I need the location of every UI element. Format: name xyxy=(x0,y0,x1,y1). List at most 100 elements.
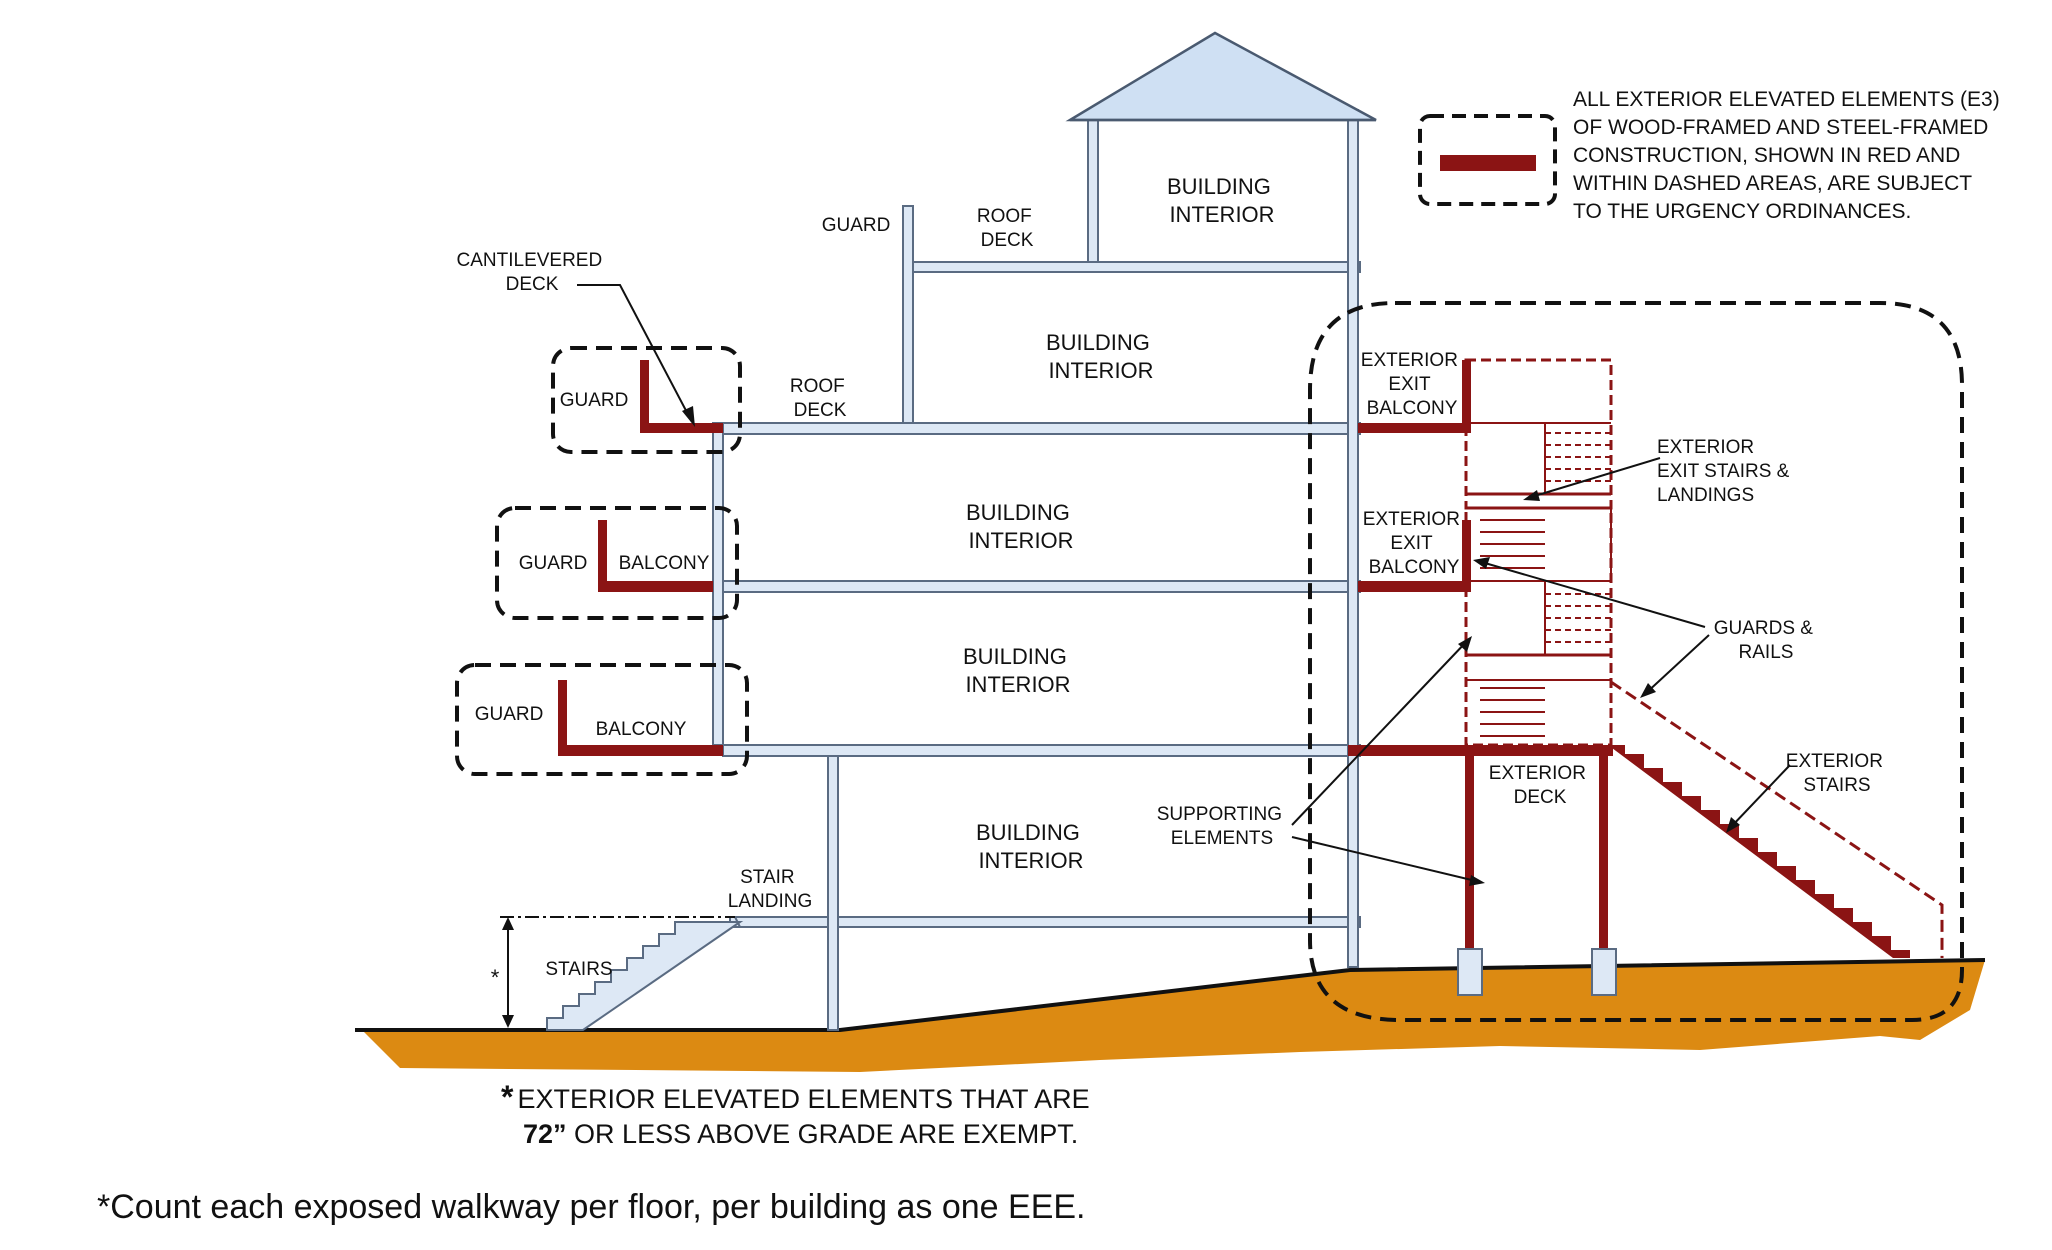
deck-post-left-red xyxy=(1465,756,1474,950)
upper-story-left-wall xyxy=(902,205,914,424)
exempt-height-dimension xyxy=(500,916,735,1028)
leader-exterior-stairs xyxy=(1729,764,1791,829)
footing-right xyxy=(1591,948,1617,996)
label-dimension-asterisk: * xyxy=(491,965,500,990)
balcony-upper-red xyxy=(598,581,713,592)
legend-line-2: OF WOOD-FRAMED AND STEEL-FRAMED xyxy=(1573,116,1988,139)
label-roof-deck-lower: ROOF DECK xyxy=(790,376,850,421)
exit-balcony-mid-guard-red xyxy=(1462,520,1471,592)
leader-supporting-elements-2 xyxy=(1291,836,1481,883)
ground xyxy=(355,958,1986,1072)
arrowhead-guards-rails-2 xyxy=(1640,683,1656,698)
legend-line-3: CONSTRUCTION, SHOWN IN RED AND xyxy=(1573,144,1960,167)
exempt-note-text-1: EXTERIOR ELEVATED ELEMENTS THAT ARE xyxy=(517,1084,1089,1114)
label-building-interior-level-3: BUILDING INTERIOR xyxy=(963,644,1073,697)
legend-line-4: WITHIN DASHED AREAS, ARE SUBJECT xyxy=(1573,172,1972,195)
exterior-stair-guard-rail xyxy=(1610,680,1944,958)
label-roof-deck-upper: ROOF DECK xyxy=(977,206,1037,251)
legend-text: ALL EXTERIOR ELEVATED ELEMENTS (E3) OF W… xyxy=(1573,88,2006,223)
exterior-stairs-red xyxy=(1608,745,1910,958)
ground-floor-left-wall xyxy=(827,755,839,1031)
label-exterior-stairs: EXTERIOR STAIRS xyxy=(1786,751,1888,796)
deck-post-right-red xyxy=(1599,756,1608,950)
floor-slab-roof xyxy=(902,261,1361,273)
label-stair-landing: STAIR LANDING xyxy=(728,867,812,912)
entry-stair-landing xyxy=(733,916,829,928)
cantilevered-deck-red xyxy=(640,423,723,433)
arrowhead-exit-stairs xyxy=(1523,490,1540,501)
leader-cantilevered-deck xyxy=(577,284,693,423)
legend: ALL EXTERIOR ELEVATED ELEMENTS (E3) OF W… xyxy=(1418,88,2006,223)
leader-arrowheads xyxy=(682,406,1740,886)
exempt-note-line-2: 72” OR LESS ABOVE GRADE ARE EXEMPT. xyxy=(523,1119,1078,1149)
label-balcony-lower: BALCONY xyxy=(596,719,687,740)
dimension-arrow-up xyxy=(502,917,514,930)
label-guard-roof: GUARD xyxy=(822,215,891,236)
cantilevered-deck-guard-red xyxy=(640,360,649,433)
exempt-note: *EXTERIOR ELEVATED ELEMENTS THAT ARE 72”… xyxy=(501,1079,1090,1149)
label-cantilevered-deck: CANTILEVERED DECK xyxy=(457,250,608,295)
stair-treads xyxy=(1480,432,1611,737)
deck-footings xyxy=(1457,948,1617,996)
label-guard-upper-balcony: GUARD xyxy=(519,553,588,574)
floor-slab-level-3 xyxy=(722,744,1361,757)
label-exterior-deck: EXTERIOR DECK xyxy=(1489,763,1591,808)
exempt-note-bold-72: 72” xyxy=(523,1119,567,1149)
label-guards-rails: GUARDS & RAILS xyxy=(1714,618,1819,663)
label-guard-lower-balcony: GUARD xyxy=(475,704,544,725)
dashed-area-lower-balcony xyxy=(455,663,749,776)
footing-left xyxy=(1457,948,1483,996)
leader-guards-rails-1 xyxy=(1477,560,1706,628)
exit-balcony-top-red xyxy=(1358,423,1470,433)
label-building-interior-level-2: BUILDING INTERIOR xyxy=(976,820,1086,873)
building-structure xyxy=(546,31,1377,1031)
leader-supporting-elements-1 xyxy=(1291,639,1469,826)
exempt-note-text-2: OR LESS ABOVE GRADE ARE EXEMPT. xyxy=(567,1119,1079,1149)
floor-slab-level-4 xyxy=(722,580,1361,593)
dashed-areas xyxy=(455,301,1964,1022)
entry-stairs xyxy=(546,921,744,1031)
exit-balcony-mid-red xyxy=(1358,581,1470,592)
arrowhead-cantilevered-deck xyxy=(682,406,695,427)
leader-exterior-exit-stairs xyxy=(1527,457,1661,499)
penthouse-roof xyxy=(1065,31,1377,122)
label-building-interior-level-4: BUILDING INTERIOR xyxy=(966,500,1076,553)
leader-guards-rails-2 xyxy=(1644,634,1710,695)
arrowhead-supporting-2 xyxy=(1469,875,1485,886)
exempt-note-line-1: *EXTERIOR ELEVATED ELEMENTS THAT ARE xyxy=(501,1079,1090,1115)
exempt-note-star: * xyxy=(501,1079,514,1115)
ground-fill xyxy=(362,960,1985,1072)
dashed-area-exterior-stairs-deck xyxy=(1308,301,1964,1022)
leader-lines xyxy=(577,284,1791,883)
label-building-interior-level-5: BUILDING INTERIOR xyxy=(1046,330,1156,383)
legend-line-1: ALL EXTERIOR ELEVATED ELEMENTS (E3) xyxy=(1573,88,2000,111)
floor-slab-level-5 xyxy=(722,422,1361,435)
legend-line-5: TO THE URGENCY ORDINANCES. xyxy=(1573,200,1911,223)
arrowhead-exterior-stairs xyxy=(1726,817,1740,833)
label-guard-cantilevered: GUARD xyxy=(560,390,629,411)
dashed-area-upper-balcony xyxy=(495,506,739,620)
legend-red-swatch xyxy=(1440,155,1536,171)
exterior-deck-red xyxy=(1348,745,1613,756)
legend-dashed-swatch xyxy=(1418,114,1557,206)
label-supporting-elements: SUPPORTING ELEMENTS xyxy=(1157,804,1288,849)
dimension-arrow-down xyxy=(502,1015,514,1028)
right-exterior-wall xyxy=(1347,109,1359,968)
arrowhead-supporting-1 xyxy=(1458,636,1472,652)
label-exterior-exit-balcony-top: EXTERIOR EXIT BALCONY xyxy=(1361,350,1463,419)
stair-tower-lower-frame xyxy=(1464,506,1613,747)
ground-grade-line xyxy=(355,958,1986,1032)
footnote: *Count each exposed walkway per floor, p… xyxy=(97,1188,1086,1226)
left-wall-upper xyxy=(712,422,724,746)
arrowhead-guards-rails-1 xyxy=(1473,557,1490,569)
label-stairs: STAIRS xyxy=(545,959,612,980)
label-building-interior-penthouse: BUILDING INTERIOR xyxy=(1167,174,1277,227)
balcony-upper-guard-red xyxy=(598,520,607,592)
balcony-lower-guard-red xyxy=(558,680,567,756)
label-exterior-exit-balcony-mid: EXTERIOR EXIT BALCONY xyxy=(1363,509,1465,578)
label-exterior-exit-stairs-landings: EXTERIOR EXIT STAIRS & LANDINGS xyxy=(1657,437,1795,506)
balcony-lower-red xyxy=(558,745,723,756)
dashed-area-cantilevered-deck xyxy=(551,346,742,454)
label-balcony-upper: BALCONY xyxy=(619,553,710,574)
